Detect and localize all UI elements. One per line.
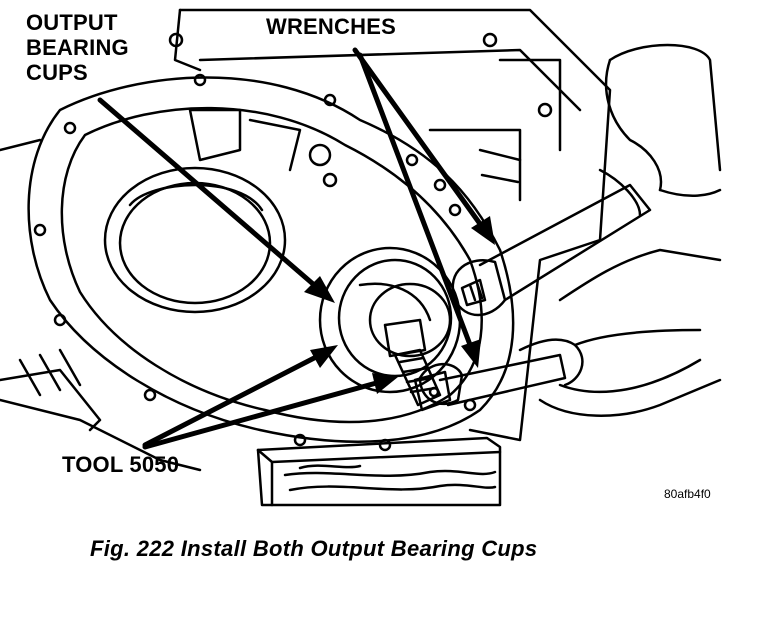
figure-caption: Fig. 222 Install Both Output Bearing Cup… [90,536,538,561]
arrow-tool-rod [142,373,398,450]
lower-hand [518,328,722,417]
callout-line: BEARING [26,35,129,60]
arrow-bearing-cups [97,97,335,303]
tool-5050 [383,318,452,412]
callout-wrenches: WRENCHES [266,14,396,39]
callout-tool-5050: TOOL 5050 [62,452,180,477]
arrow-wrench-lower [357,52,481,368]
leader-arrows [97,47,495,450]
callout-line: CUPS [26,60,88,85]
upper-wrench [451,183,652,317]
figure-reference-code: 80afb4f0 [664,487,711,501]
arrow-wrench-upper [352,47,495,245]
front-output-bore [103,108,338,314]
technical-illustration [0,8,722,507]
callout-output-bearing-cups: OUTPUT BEARING CUPS [26,10,176,85]
upper-hand [558,43,722,302]
lower-wrench [418,353,567,407]
arrow-tool-bearing [142,345,338,448]
wood-block [256,436,502,507]
callout-line: OUTPUT [26,10,118,35]
